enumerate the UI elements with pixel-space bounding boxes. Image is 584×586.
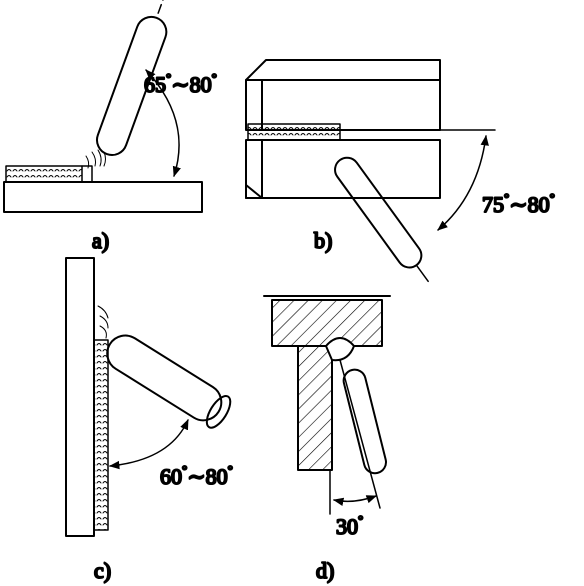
electrode-b — [334, 156, 429, 283]
electrode-d — [342, 368, 387, 475]
weld-bead — [5, 165, 83, 183]
base-plate — [3, 181, 203, 213]
panel-label-b: b) — [314, 228, 332, 253]
lower-block-side — [245, 139, 263, 199]
panel-label-d: d) — [316, 558, 334, 583]
vertical-weld-bead — [93, 339, 109, 531]
panel-a: 65°∼80° a) — [3, 0, 218, 254]
panel-label-c: c) — [94, 558, 111, 583]
upper-block-front — [261, 79, 441, 131]
lower-block-bottom — [245, 184, 263, 199]
overhead-weld-bead — [325, 337, 355, 362]
angle-label-c: 60°∼80° — [160, 462, 233, 489]
angle-label-a: 65°∼80° — [144, 70, 217, 97]
arc-glow-c — [97, 305, 109, 339]
panel-label-a: a) — [92, 228, 109, 253]
upper-block-side — [245, 79, 263, 131]
angle-arc-b — [437, 134, 489, 231]
upper-block — [245, 59, 441, 81]
electrode-guide-d — [339, 359, 381, 509]
angle-label-d: 30° — [336, 512, 363, 539]
angle-arc-a — [145, 69, 181, 177]
vertical-plate-d — [297, 345, 333, 471]
panel-d: 30° d) — [263, 295, 391, 584]
panel-b: 75°∼80° b) — [245, 59, 556, 283]
electrode-c — [106, 334, 232, 429]
angle-arc-d — [332, 495, 377, 506]
angle-label-b: 75°∼80° — [482, 190, 555, 217]
horizontal-weld-bead — [247, 123, 341, 141]
vertical-plate — [65, 257, 95, 537]
top-plate — [271, 299, 383, 347]
bead-root — [81, 165, 93, 183]
lower-block-front — [261, 139, 441, 199]
angle-arc-c — [108, 419, 189, 470]
panel-c: 60°∼80° c) — [65, 257, 234, 584]
